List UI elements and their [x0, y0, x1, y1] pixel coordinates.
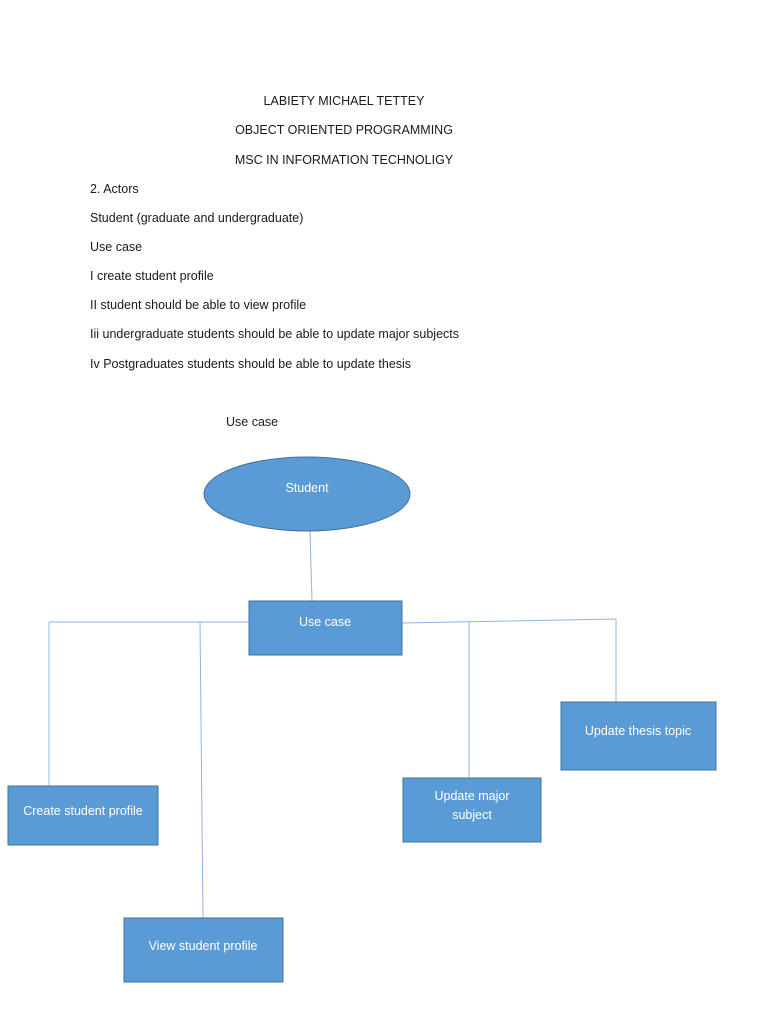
update-thesis-label: Update thesis topic: [585, 724, 691, 738]
use-case-item-1: I create student profile: [90, 269, 214, 283]
connector-hub-right-branch: [401, 618, 617, 624]
program-title: MSC IN INFORMATION TECHNOLIGY: [234, 153, 454, 167]
use-case-heading: Use case: [90, 240, 143, 254]
view-profile-box: [123, 917, 284, 983]
use-case-item-2: II student should be able to view profil…: [90, 298, 307, 312]
update-thesis-box: [560, 701, 717, 771]
update-major-box: [402, 777, 542, 843]
actor-label: Student: [285, 481, 329, 495]
hub-label: Use case: [299, 615, 351, 629]
use-case-item-3: Iii undergraduate students should be abl…: [90, 327, 459, 341]
connector-actor-to-hub: [309, 530, 313, 602]
update-major-label-line2: subject: [452, 808, 492, 822]
hub-box: [248, 600, 403, 656]
update-major-label-line1: Update major: [434, 789, 509, 803]
author-name: LABIETY MICHAEL TETTEY: [263, 94, 425, 108]
create-profile-label: Create student profile: [23, 804, 143, 818]
use-case-node-view-profile: View student profile: [123, 917, 284, 983]
use-case-node-create-profile: Create student profile: [7, 785, 159, 846]
use-case-node-update-major: Update major subject: [402, 777, 542, 843]
actor-description: Student (graduate and undergraduate): [90, 211, 304, 225]
connector-to-view: [199, 621, 204, 919]
diagram-connectors: [48, 530, 617, 919]
actor-node-student: Student: [203, 456, 411, 532]
create-profile-box: [7, 785, 159, 846]
hub-node-use-case: Use case: [248, 600, 403, 656]
use-case-item-4: Iv Postgraduates students should be able…: [90, 357, 412, 371]
use-case-node-update-thesis: Update thesis topic: [560, 701, 717, 771]
actor-ellipse: [203, 456, 411, 532]
view-profile-label: View student profile: [149, 939, 258, 953]
actors-heading: 2. Actors: [90, 182, 139, 196]
course-title: OBJECT ORIENTED PROGRAMMING: [235, 123, 453, 137]
diagram-caption: Use case: [226, 415, 279, 429]
